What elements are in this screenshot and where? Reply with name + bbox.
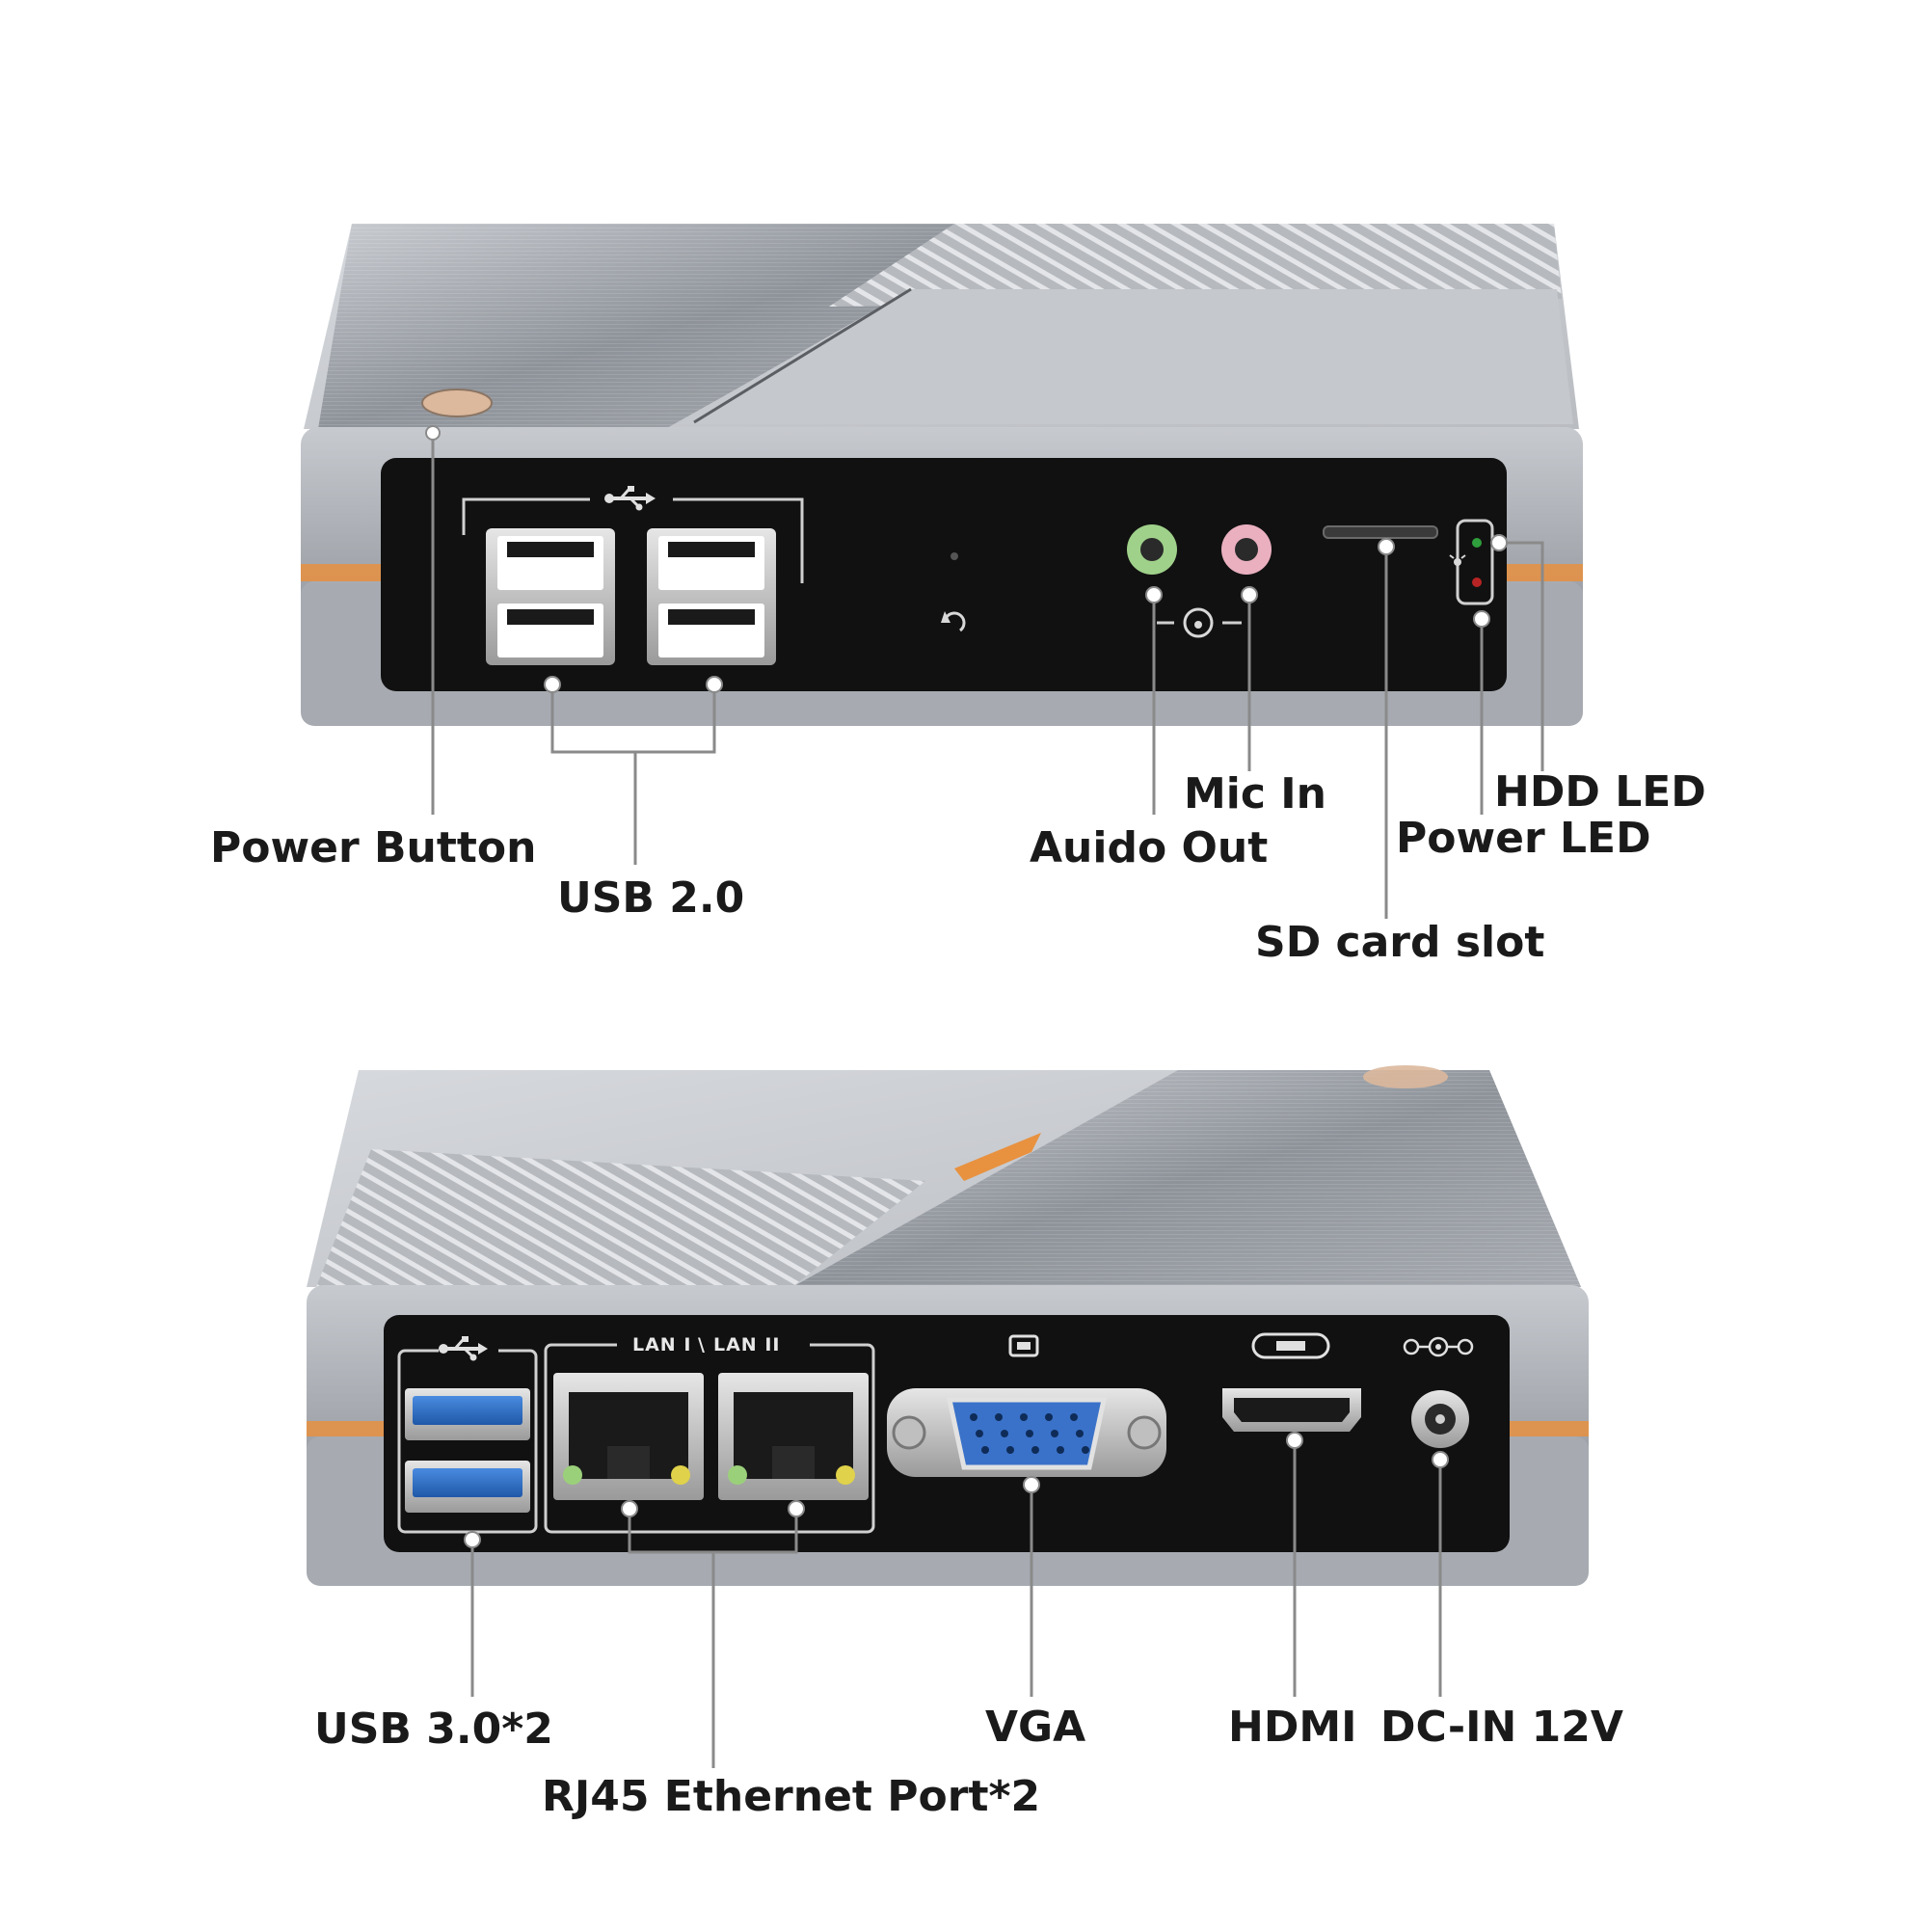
usb2-port-stack-left: [486, 528, 615, 665]
front-leader-lines: [431, 433, 1544, 919]
usb-icon: [439, 1336, 488, 1361]
rear-lid-ribs: [316, 1149, 925, 1287]
usb3-label: USB 3.0*2: [314, 1704, 553, 1754]
mic-in-label: Mic In: [1184, 769, 1326, 818]
power-button-label: Power Button: [210, 823, 537, 872]
hdd-led: [1472, 538, 1482, 548]
lan1-text: LAN I: [632, 1334, 692, 1355]
bulb-icon: [1449, 554, 1466, 566]
sd-card-slot-label: SD card slot: [1255, 918, 1545, 967]
vga-label: VGA: [985, 1703, 1086, 1752]
power-button[interactable]: [421, 389, 493, 417]
lan-separator: \: [698, 1334, 706, 1355]
usb-icon: [604, 486, 656, 511]
hdmi-label: HDMI: [1228, 1703, 1357, 1752]
refresh-icon: [941, 611, 966, 632]
dc-polarity-icon: [1403, 1336, 1474, 1357]
usb2-label: USB 2.0: [557, 873, 745, 923]
power-led-label: Power LED: [1396, 814, 1651, 863]
usb2-port-stack-right: [647, 528, 776, 665]
rj45-port-1[interactable]: [553, 1373, 704, 1500]
headphone-icon: [1183, 607, 1214, 638]
rear-leader-lines: [470, 1440, 1442, 1768]
lan2-text: LAN II: [713, 1334, 781, 1355]
sd-card-slot[interactable]: [1323, 525, 1438, 539]
power-led: [1472, 577, 1482, 587]
audio-out-label: Auido Out: [1030, 823, 1269, 872]
rj45-port-2[interactable]: [718, 1373, 869, 1500]
front-unit: [301, 224, 1583, 726]
dc-in-label: DC-IN 12V: [1380, 1703, 1623, 1752]
hdmi-icon: [1251, 1332, 1330, 1359]
rj45-label: RJ45 Ethernet Port*2: [542, 1772, 1041, 1821]
front-lid-ribs: [829, 224, 1562, 307]
vga-icon: [1008, 1334, 1039, 1357]
rear-unit: [307, 1065, 1589, 1586]
vga-port[interactable]: [887, 1388, 1166, 1477]
hdd-led-label: HDD LED: [1494, 767, 1706, 817]
